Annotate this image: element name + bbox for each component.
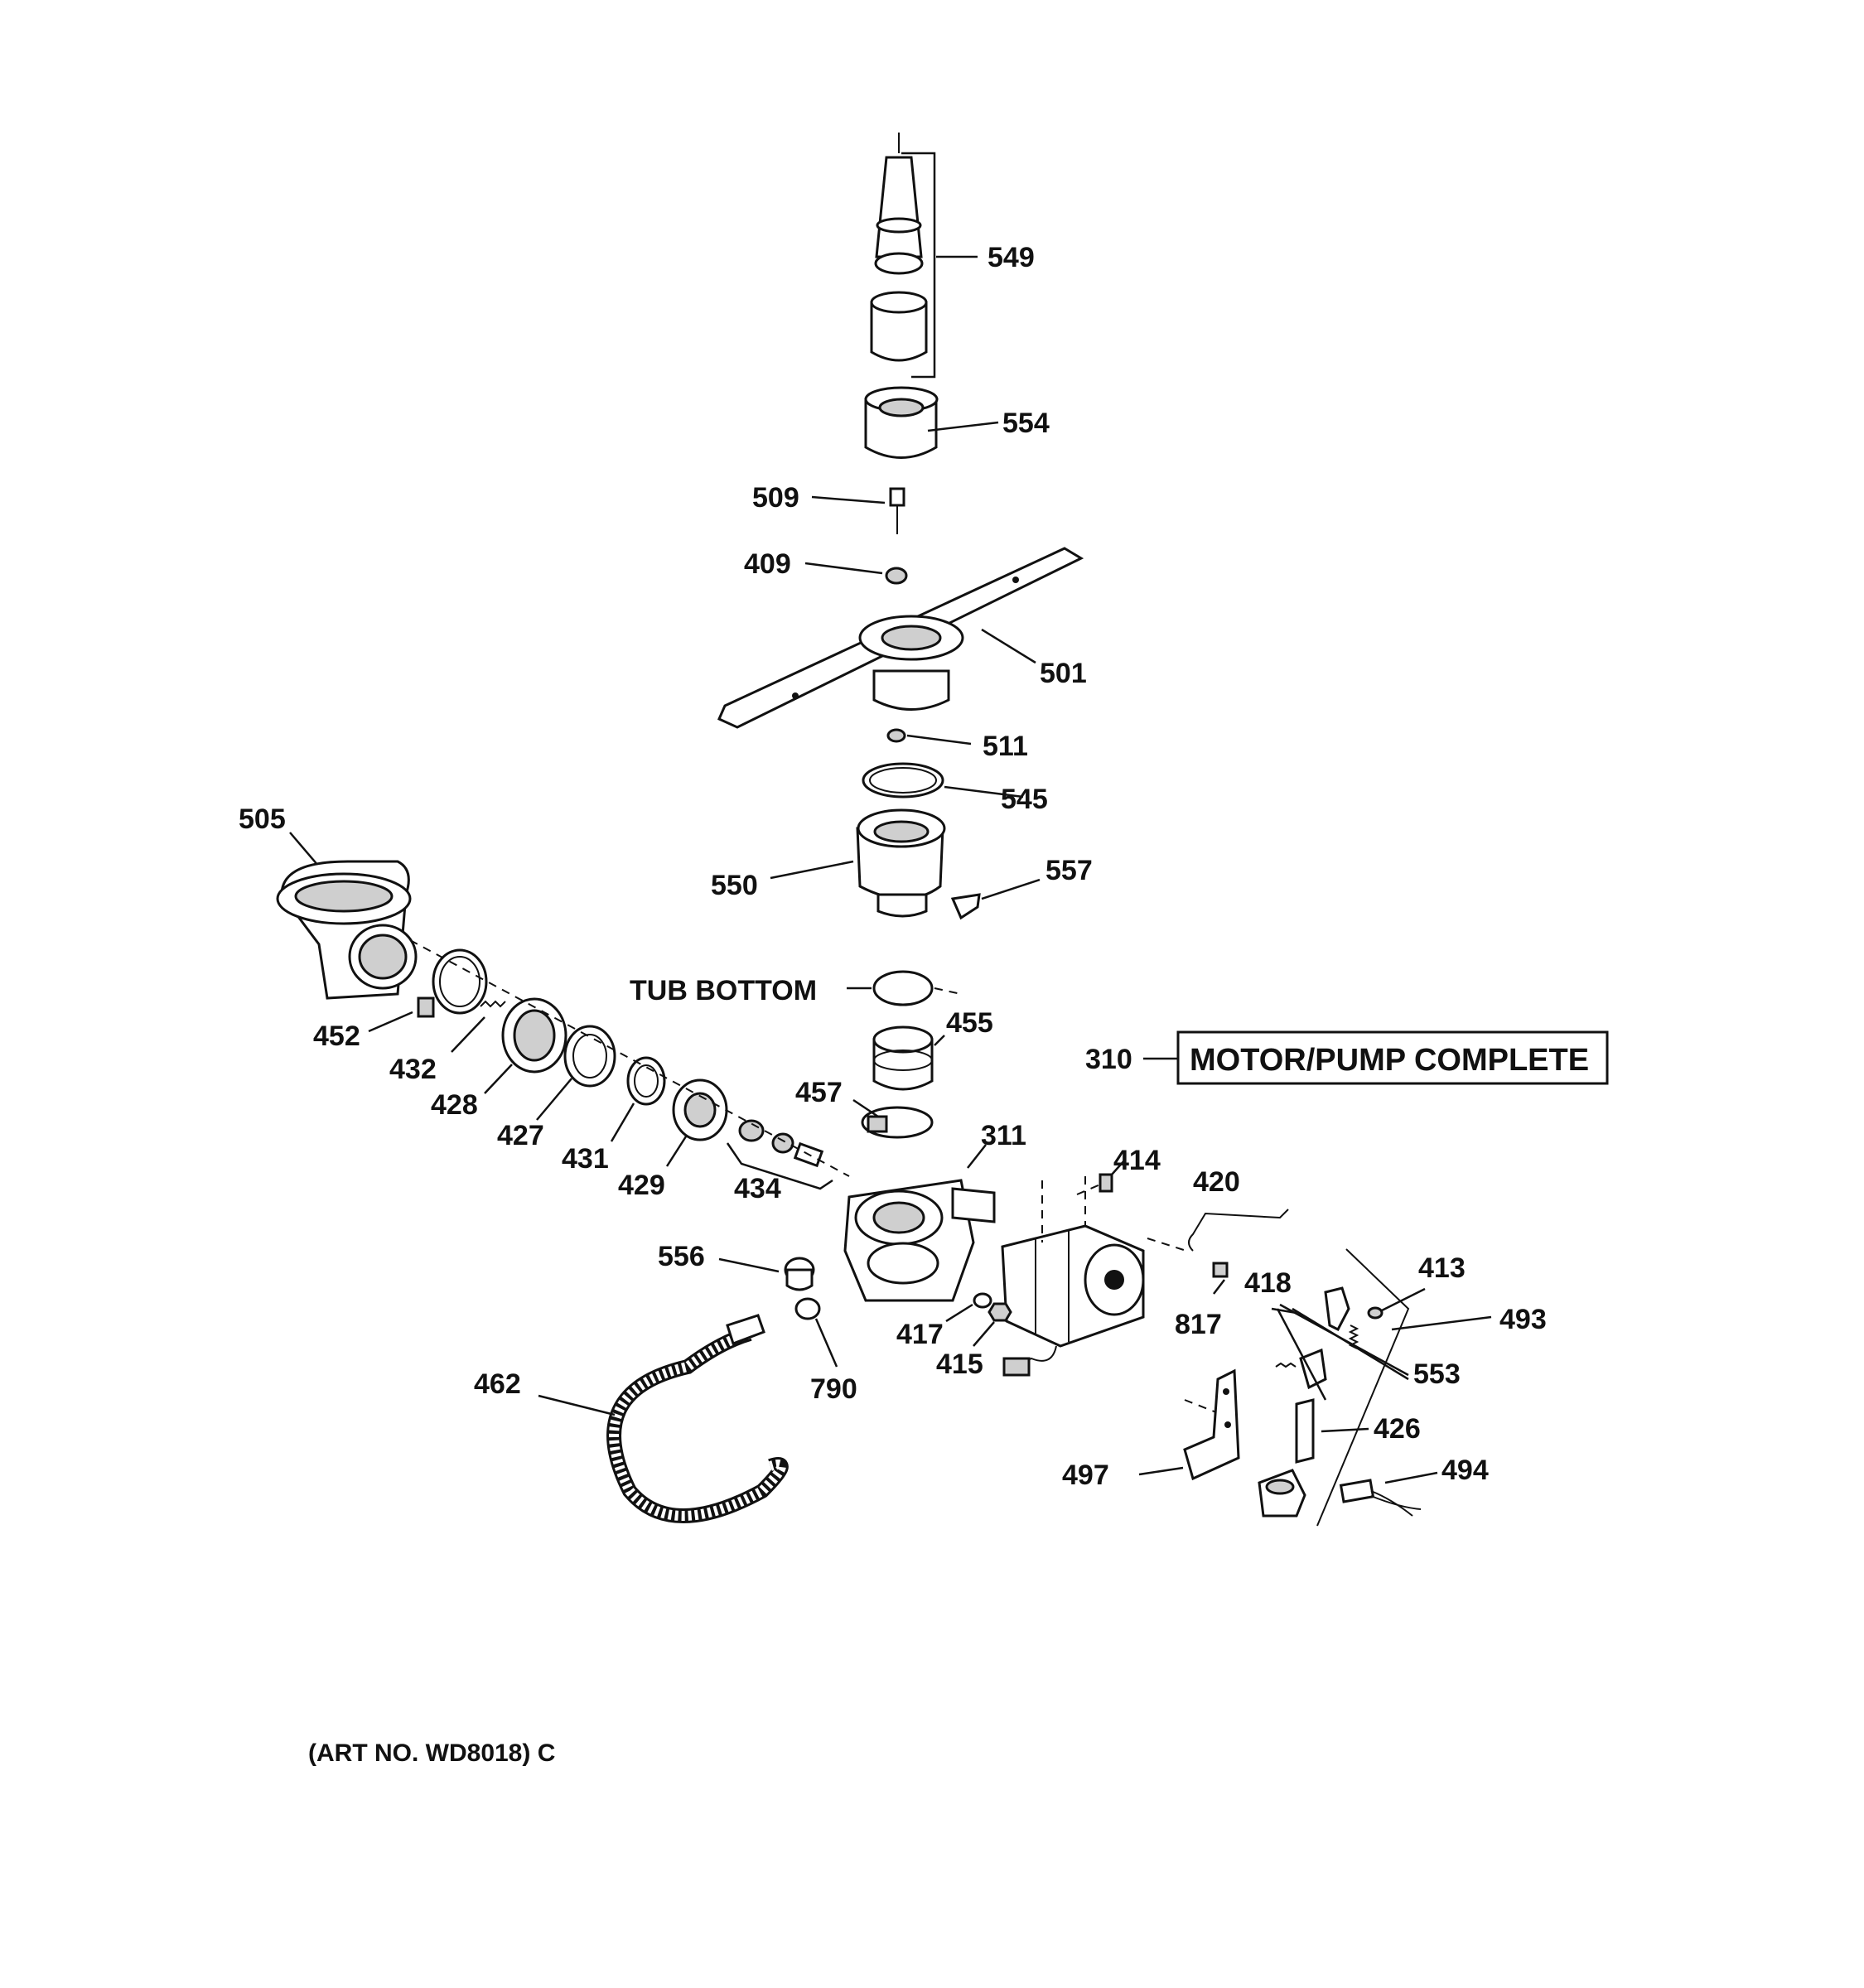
label-432: 432: [389, 1054, 437, 1085]
label-501: 501: [1040, 658, 1087, 689]
part-553-springs: [1275, 1303, 1409, 1401]
motor-pump-label: MOTOR/PUMP COMPLETE: [1190, 1043, 1589, 1078]
motor-pump-callout: [1143, 1030, 1609, 1085]
tub-bottom-label: TUB BOTTOM: [630, 975, 817, 1006]
label-553: 553: [1413, 1358, 1461, 1390]
part-549-spray-tube: [870, 133, 978, 379]
label-428: 428: [431, 1089, 478, 1121]
part-790-clamp: [794, 1297, 838, 1368]
part-432-spring: [451, 1000, 506, 1053]
label-455: 455: [946, 1007, 993, 1039]
part-409-nut: [804, 562, 908, 585]
part-455-gasket: [872, 1025, 945, 1091]
label-417: 417: [896, 1319, 944, 1350]
part-426-plunger: [1295, 1398, 1369, 1464]
label-409: 409: [744, 548, 791, 580]
label-462: 462: [474, 1368, 521, 1400]
part-414-screw: [1076, 1159, 1126, 1195]
part-545-ring: [862, 762, 1024, 799]
label-817: 817: [1175, 1309, 1222, 1340]
part-557-clip: [950, 878, 1041, 920]
label-431: 431: [562, 1143, 609, 1175]
label-497: 497: [1062, 1460, 1109, 1491]
part-427-ring: [536, 1025, 616, 1121]
leader-493: [1391, 1315, 1492, 1331]
part-413-clip: [1367, 1287, 1426, 1320]
solenoid: [1258, 1469, 1306, 1518]
label-418: 418: [1244, 1267, 1292, 1299]
label-427: 427: [497, 1120, 544, 1151]
label-509: 509: [752, 482, 799, 514]
part-554-nozzle: [864, 386, 999, 459]
part-817-screw: [1212, 1262, 1229, 1295]
label-545: 545: [1001, 784, 1048, 815]
part-501-spray-arm: [717, 547, 1084, 729]
part-431-ring: [610, 1056, 666, 1142]
label-549: 549: [988, 242, 1035, 273]
label-457: 457: [795, 1077, 843, 1108]
label-420: 420: [1193, 1166, 1240, 1198]
label-429: 429: [618, 1170, 665, 1201]
art-number: (ART NO. WD8018) C: [308, 1740, 555, 1767]
part-428-filter: [484, 997, 567, 1094]
label-493: 493: [1499, 1304, 1547, 1335]
label-310: 310: [1085, 1044, 1132, 1075]
label-511: 511: [983, 731, 1028, 762]
label-415: 415: [936, 1349, 983, 1380]
label-554: 554: [1002, 408, 1050, 439]
label-452: 452: [313, 1021, 360, 1052]
tub-bottom-gasket: [847, 970, 962, 1006]
label-311: 311: [981, 1120, 1026, 1151]
label-505: 505: [239, 803, 286, 835]
part-417-washer: [945, 1292, 992, 1323]
part-462-drain-hose: [538, 1314, 789, 1523]
part-452-clamp: [368, 948, 488, 1033]
label-426: 426: [1374, 1413, 1421, 1445]
part-418-bracket: [1271, 1286, 1350, 1390]
part-311-pump-housing: [843, 1144, 996, 1302]
part-motor: [1001, 1176, 1145, 1377]
label-413: 413: [1418, 1252, 1466, 1284]
label-556: 556: [658, 1241, 705, 1272]
label-550: 550: [711, 870, 758, 901]
label-557: 557: [1045, 855, 1093, 886]
label-790: 790: [810, 1373, 857, 1405]
label-414: 414: [1113, 1145, 1161, 1176]
part-497-bracket: [1138, 1368, 1240, 1481]
part-420-rod: [1147, 1209, 1289, 1252]
part-509-screw: [811, 487, 905, 534]
part-415-nut: [973, 1302, 1012, 1347]
label-494: 494: [1441, 1455, 1489, 1486]
part-556-cap: [718, 1257, 815, 1291]
label-434: 434: [734, 1173, 781, 1204]
part-511-clip: [886, 728, 972, 746]
part-505-sump-housing: [276, 832, 418, 1000]
part-429-impeller: [665, 1078, 728, 1167]
solenoid-group-outline: [1316, 1248, 1410, 1527]
part-457-hose-clamp: [852, 1098, 934, 1139]
part-494-connector: [1339, 1471, 1438, 1517]
part-550-manifold: [770, 808, 946, 918]
